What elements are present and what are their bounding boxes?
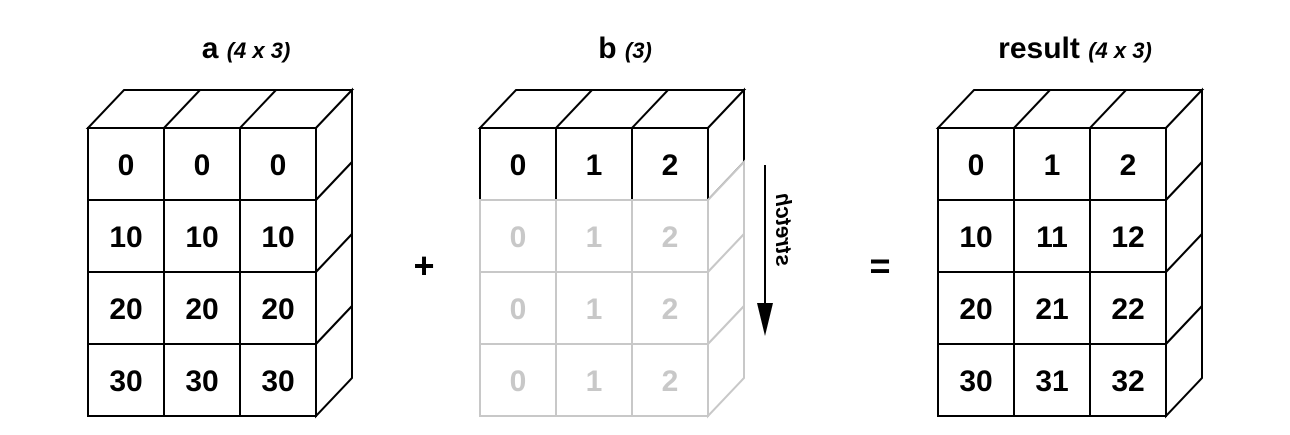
top-face-divider: [631, 89, 669, 129]
cell-value: 1: [1044, 149, 1061, 182]
array-a-row: 30 30 30: [87, 303, 353, 419]
array-a: a (4 x 3) 0 0 0 10 10 10 20 20 20 30 30 30: [85, 32, 355, 419]
array-result-row: 30 31 32: [937, 303, 1203, 419]
cell-value: 21: [1035, 293, 1068, 326]
cell-box: [87, 127, 165, 201]
cell-box: [937, 343, 1015, 417]
cell-value: 10: [261, 221, 294, 254]
cell-value: 1: [586, 293, 603, 326]
cell-box: [631, 127, 709, 201]
cell-value: 11: [1036, 221, 1068, 254]
cell-value: 20: [959, 293, 992, 326]
cell-box: [631, 199, 709, 273]
cell-box: [937, 199, 1015, 273]
cell-value: 2: [1120, 149, 1137, 182]
block-top-face: [477, 89, 747, 129]
cell-box: [87, 271, 165, 345]
cell-value: 30: [959, 365, 992, 398]
cell-box: [555, 343, 633, 417]
cell-value: 10: [185, 221, 218, 254]
block-top-face: [85, 89, 355, 129]
cell-box: [87, 343, 165, 417]
cell-value: 0: [510, 293, 527, 326]
array-title-a: a (4 x 3): [202, 32, 291, 65]
array-result-row: 0 1 2: [935, 87, 1205, 203]
cell-value: 30: [109, 365, 142, 398]
cell-value: 22: [1111, 293, 1144, 326]
array-result-row: 10 11 12: [937, 159, 1203, 275]
cell-value: 1: [586, 221, 603, 254]
cell-box: [1013, 343, 1091, 417]
cell-box: [239, 343, 317, 417]
cell-box: [479, 127, 557, 201]
cell-value: 0: [194, 149, 211, 182]
cell-value: 20: [185, 293, 218, 326]
cell-box: [479, 199, 557, 273]
cell-box: [555, 127, 633, 201]
cell-box: [1089, 199, 1167, 273]
cell-value: 1: [586, 149, 603, 182]
cell-box: [239, 271, 317, 345]
cell-value: 2: [662, 221, 679, 254]
cell-box: [1089, 127, 1167, 201]
array-a-row: 20 20 20: [87, 231, 353, 347]
stretch-label: stretch: [771, 193, 796, 266]
plus-operator: +: [413, 245, 434, 286]
array-b-row: 0 1 2: [479, 303, 745, 419]
array-title-result: result (4 x 3): [998, 32, 1152, 65]
cell-value: 0: [118, 149, 135, 182]
cell-box: [555, 199, 633, 273]
cell-value: 0: [968, 149, 985, 182]
top-face-divider: [555, 89, 593, 129]
cell-value: 12: [1111, 221, 1144, 254]
array-b-row: 0 1 2: [477, 87, 747, 203]
cell-value: 20: [261, 293, 294, 326]
cell-box: [239, 127, 317, 201]
array-b-row: 0 1 2: [479, 231, 745, 347]
cell-value: 10: [959, 221, 992, 254]
array-title-b: b (3): [598, 32, 652, 65]
top-face-divider: [1089, 89, 1127, 129]
cell-value: 0: [270, 149, 287, 182]
cell-box: [163, 271, 241, 345]
block-top-face: [935, 89, 1205, 129]
cell-value: 0: [510, 149, 527, 182]
cell-box: [631, 271, 709, 345]
cell-value: 31: [1035, 365, 1068, 398]
cell-box: [631, 343, 709, 417]
cell-value: 2: [662, 293, 679, 326]
cell-value: 2: [662, 365, 679, 398]
cell-value: 0: [510, 365, 527, 398]
array-b-row: 0 1 2: [479, 159, 745, 275]
cell-value: 20: [109, 293, 142, 326]
cell-value: 30: [185, 365, 218, 398]
cell-box: [1089, 271, 1167, 345]
cell-box: [479, 343, 557, 417]
top-face-divider: [163, 89, 201, 129]
cell-box: [1089, 343, 1167, 417]
top-face-divider: [239, 89, 277, 129]
cell-value: 0: [510, 221, 527, 254]
cell-value: 10: [109, 221, 142, 254]
array-b: b (3) 0 1 2 0 1 2 0 1 2 0 1 2: [477, 32, 747, 419]
cell-value: 2: [662, 149, 679, 182]
equals-operator: =: [869, 245, 890, 286]
stretch-arrow: [757, 165, 773, 336]
array-a-row: 0 0 0: [85, 87, 355, 203]
top-face-divider: [1013, 89, 1051, 129]
cell-value: 32: [1111, 365, 1144, 398]
cell-value: 30: [261, 365, 294, 398]
cell-value: 1: [586, 365, 603, 398]
